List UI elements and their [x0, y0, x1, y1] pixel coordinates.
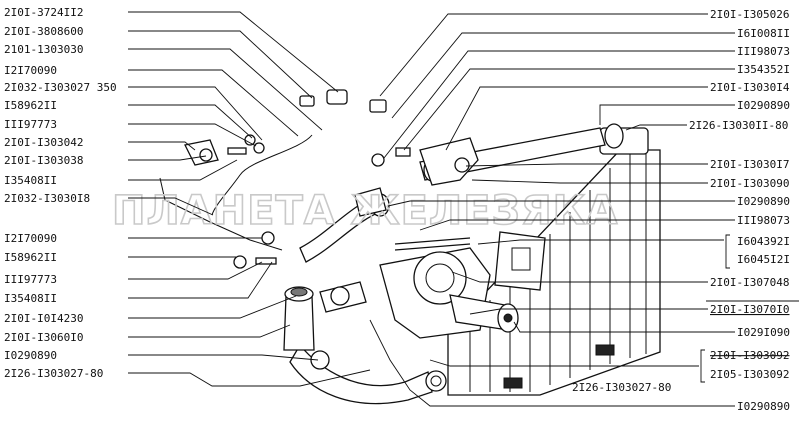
label: I6045I2I — [737, 253, 790, 266]
label: I604392I — [737, 235, 790, 248]
leader-lines — [128, 11, 735, 407]
water-pump — [379, 231, 546, 339]
label: 2I0I-I307048 — [710, 276, 789, 289]
thermostat — [283, 281, 367, 351]
label-brackets — [700, 234, 799, 383]
left-labels: 2I0I-3724II2 2I0I-3808600 2101-1303030 I… — [4, 6, 117, 380]
label: 2I0I-3724II2 — [4, 6, 83, 19]
label: 2I0I-I3030I4 — [710, 81, 790, 94]
label: III97773 — [4, 118, 57, 131]
label: 2I0I-I0I4230 — [4, 312, 83, 325]
label: 2I0I-I3060I0 — [4, 331, 83, 344]
watermark: ПЛАНЕТА ЖЕЛЕЗЯКА — [112, 188, 618, 234]
label: I35408II — [4, 174, 57, 187]
label: 2I05-I303092 — [710, 368, 789, 381]
label: I6I008II — [737, 27, 790, 40]
label: 2I0I-I3030I7 — [710, 158, 789, 171]
label: I354352I — [737, 63, 790, 76]
label: 2I0I-I3070I0 — [710, 303, 789, 316]
label: 2I0I-I303092 — [710, 349, 789, 362]
label: I0290890 — [737, 195, 790, 208]
label: 2I032-I303027 350 — [4, 81, 117, 94]
label: 2I0I-I303090 — [710, 177, 789, 190]
lower-radiator-hose — [289, 343, 447, 405]
label: 2I26-I303027-80 — [572, 381, 671, 394]
label: 2I032-I3030I8 — [4, 192, 90, 205]
label: I0290890 — [737, 99, 790, 112]
label: 2I0I-3808600 — [4, 25, 83, 38]
fittings — [184, 89, 479, 269]
label: 2101-1303030 — [4, 43, 83, 56]
label: 2I0I-I303042 — [4, 136, 83, 149]
label: I58962II — [4, 251, 57, 264]
label: I2I70090 — [4, 232, 57, 245]
label: 2I26-I3030II-80 — [689, 119, 788, 132]
label: I35408II — [4, 292, 57, 305]
label: III98073 — [737, 214, 790, 227]
label: I029I090 — [737, 326, 790, 339]
label: I0290890 — [737, 400, 790, 413]
label: 2I0I-I303038 — [4, 154, 83, 167]
label: I2I70090 — [4, 64, 57, 77]
right-labels: 2I0I-I305026 I6I008II III98073 I354352I … — [572, 8, 790, 413]
label: 2I26-I303027-80 — [4, 367, 103, 380]
label: 2I0I-I305026 — [710, 8, 789, 21]
label: I58962II — [4, 99, 57, 112]
heater-pipe — [159, 134, 313, 251]
label: III97773 — [4, 273, 57, 286]
label: III98073 — [737, 45, 790, 58]
label: I0290890 — [4, 349, 57, 362]
